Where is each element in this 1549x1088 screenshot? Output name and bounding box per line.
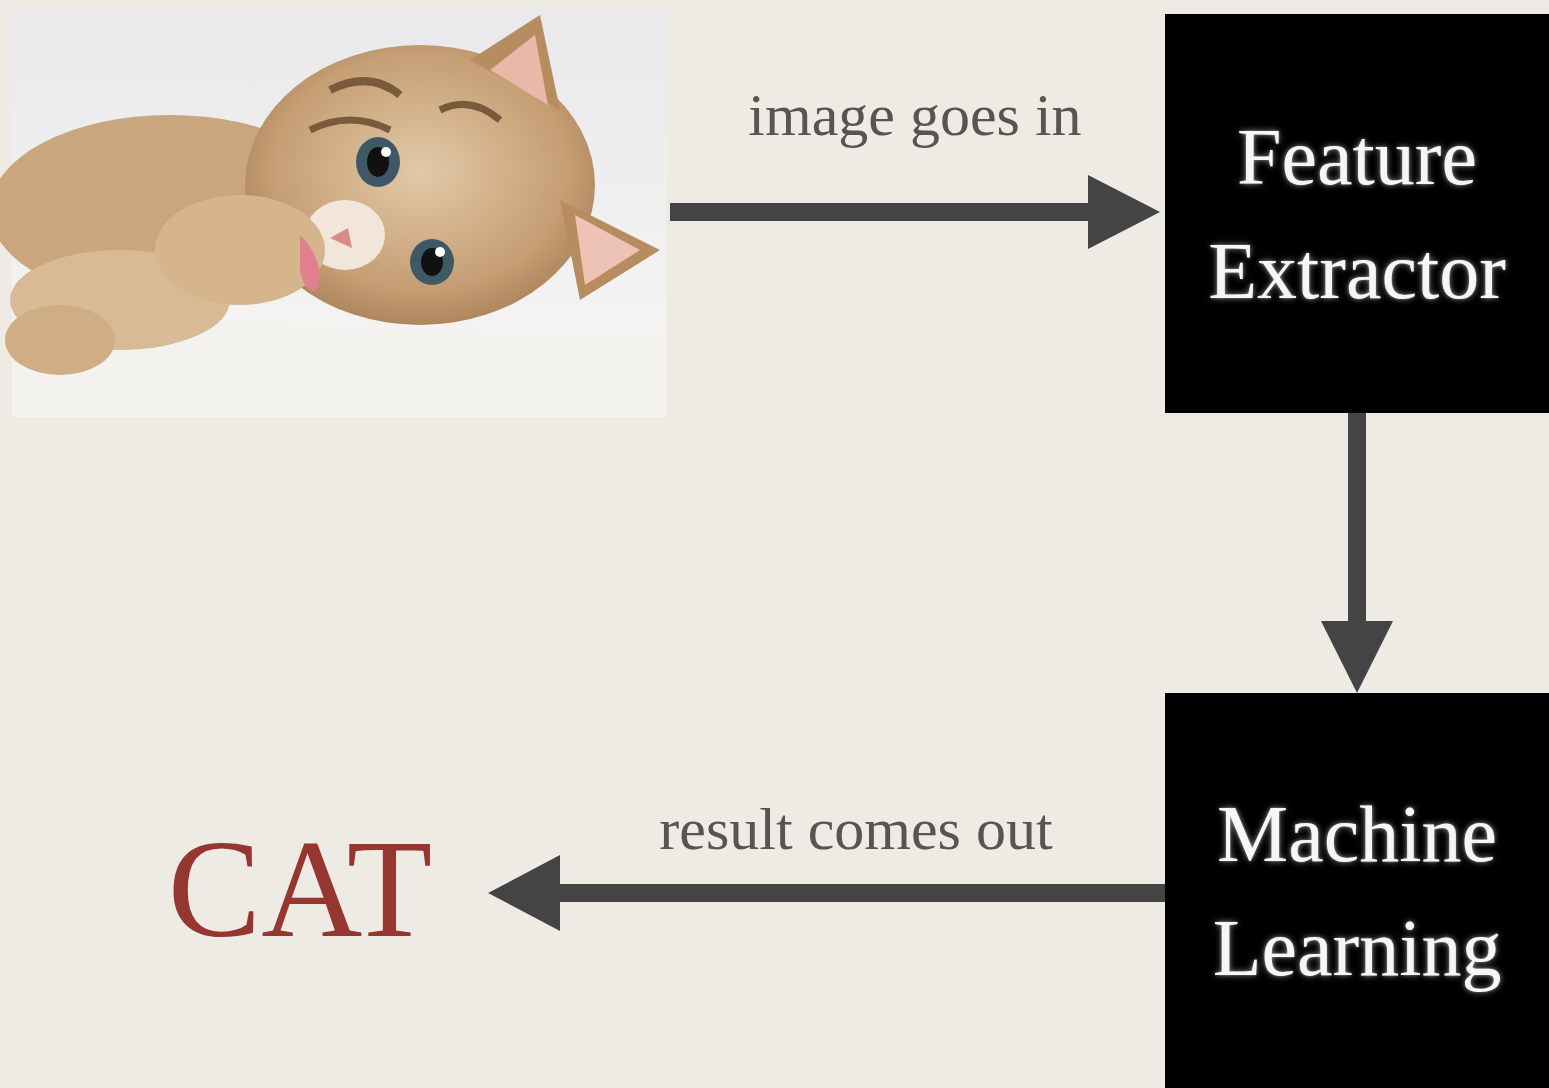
flow-arrow (1321, 413, 1393, 693)
kitten-photo (0, 10, 666, 417)
flow-label: image goes in (748, 82, 1081, 148)
result-label: CAT (168, 812, 432, 966)
flow-label: result comes out (659, 796, 1052, 862)
process-box: Machine Learning (1165, 693, 1549, 1088)
box-title: Feature Extractor (1179, 100, 1535, 328)
process-box: Feature Extractor (1165, 14, 1549, 413)
flow-arrows (488, 175, 1165, 931)
box-title: Machine Learning (1179, 777, 1535, 1005)
